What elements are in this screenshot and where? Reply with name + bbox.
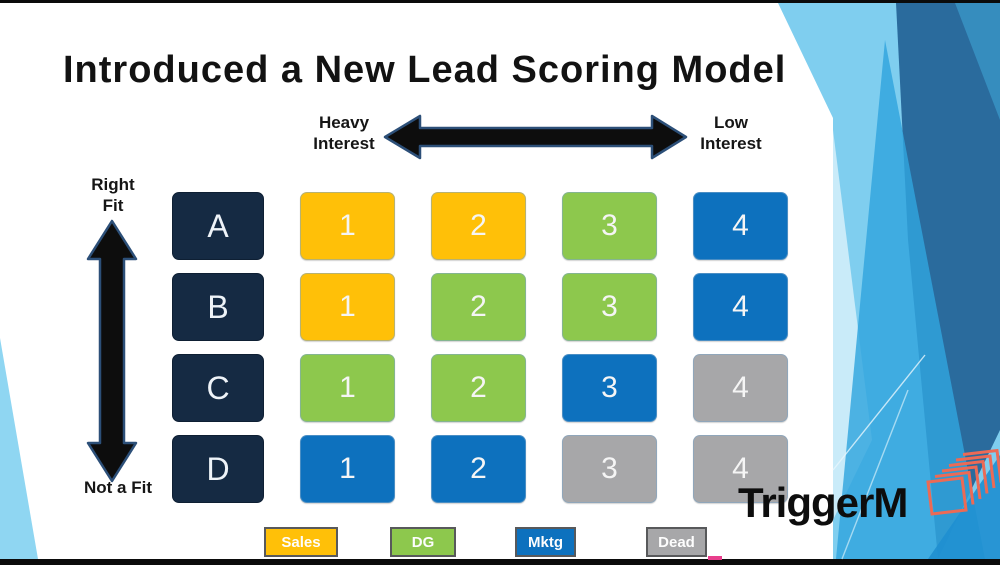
matrix-cell: 1 bbox=[300, 192, 395, 260]
matrix-cell: 1 bbox=[300, 273, 395, 341]
interest-high-label: Heavy Interest bbox=[313, 113, 375, 154]
matrix-cell: 1 bbox=[300, 435, 395, 503]
matrix-cell: 2 bbox=[431, 435, 526, 503]
artifact-pink-mark bbox=[708, 556, 722, 560]
matrix-row-c: C 1 2 3 4 bbox=[172, 354, 788, 422]
matrix-cell: 4 bbox=[693, 435, 788, 503]
matrix-cell: 1 bbox=[300, 354, 395, 422]
fit-high-label: Right Fit bbox=[91, 175, 135, 216]
matrix-cell: 4 bbox=[693, 273, 788, 341]
matrix-cell: 2 bbox=[431, 354, 526, 422]
legend-item-dg: DG bbox=[390, 527, 456, 557]
matrix-cell: 2 bbox=[431, 192, 526, 260]
matrix-cell: 4 bbox=[693, 192, 788, 260]
bg-thin-line-1 bbox=[832, 354, 926, 471]
row-label: C bbox=[172, 354, 264, 422]
matrix-row-b: B 1 2 3 4 bbox=[172, 273, 788, 341]
matrix-cell: 4 bbox=[693, 354, 788, 422]
bg-topright-wedge bbox=[955, 3, 1000, 120]
legend-item-dead: Dead bbox=[646, 527, 707, 557]
row-label: D bbox=[172, 435, 264, 503]
matrix-row-a: A 1 2 3 4 bbox=[172, 192, 788, 260]
bg-thin-line-2 bbox=[841, 389, 909, 560]
matrix-cell: 2 bbox=[431, 273, 526, 341]
matrix-row-d: D 1 2 3 4 bbox=[172, 435, 788, 503]
matrix-cell: 3 bbox=[562, 435, 657, 503]
matrix-cell: 3 bbox=[562, 354, 657, 422]
fit-axis-arrow bbox=[86, 219, 138, 483]
scoring-matrix: A 1 2 3 4 B 1 2 3 4 C 1 2 3 4 D 1 2 3 4 bbox=[172, 192, 788, 503]
legend-item-sales: Sales bbox=[264, 527, 338, 557]
logo-text: TriggerM bbox=[738, 479, 908, 526]
bg-dark-slab bbox=[896, 3, 1000, 559]
row-label: A bbox=[172, 192, 264, 260]
fit-low-label: Not a Fit bbox=[84, 478, 152, 497]
row-label: B bbox=[172, 273, 264, 341]
interest-axis-arrow bbox=[383, 114, 688, 160]
matrix-cell: 3 bbox=[562, 273, 657, 341]
interest-low-label: Low Interest bbox=[700, 113, 762, 154]
bg-bottomright-triangle bbox=[928, 455, 1000, 559]
logo-cube-icon bbox=[926, 448, 1000, 516]
bg-medium-triangle bbox=[836, 40, 985, 559]
bg-bottomleft-wedge bbox=[0, 338, 38, 559]
slide-title: Introduced a New Lead Scoring Model bbox=[63, 49, 787, 91]
legend-item-mktg: Mktg bbox=[515, 527, 576, 557]
matrix-cell: 3 bbox=[562, 192, 657, 260]
